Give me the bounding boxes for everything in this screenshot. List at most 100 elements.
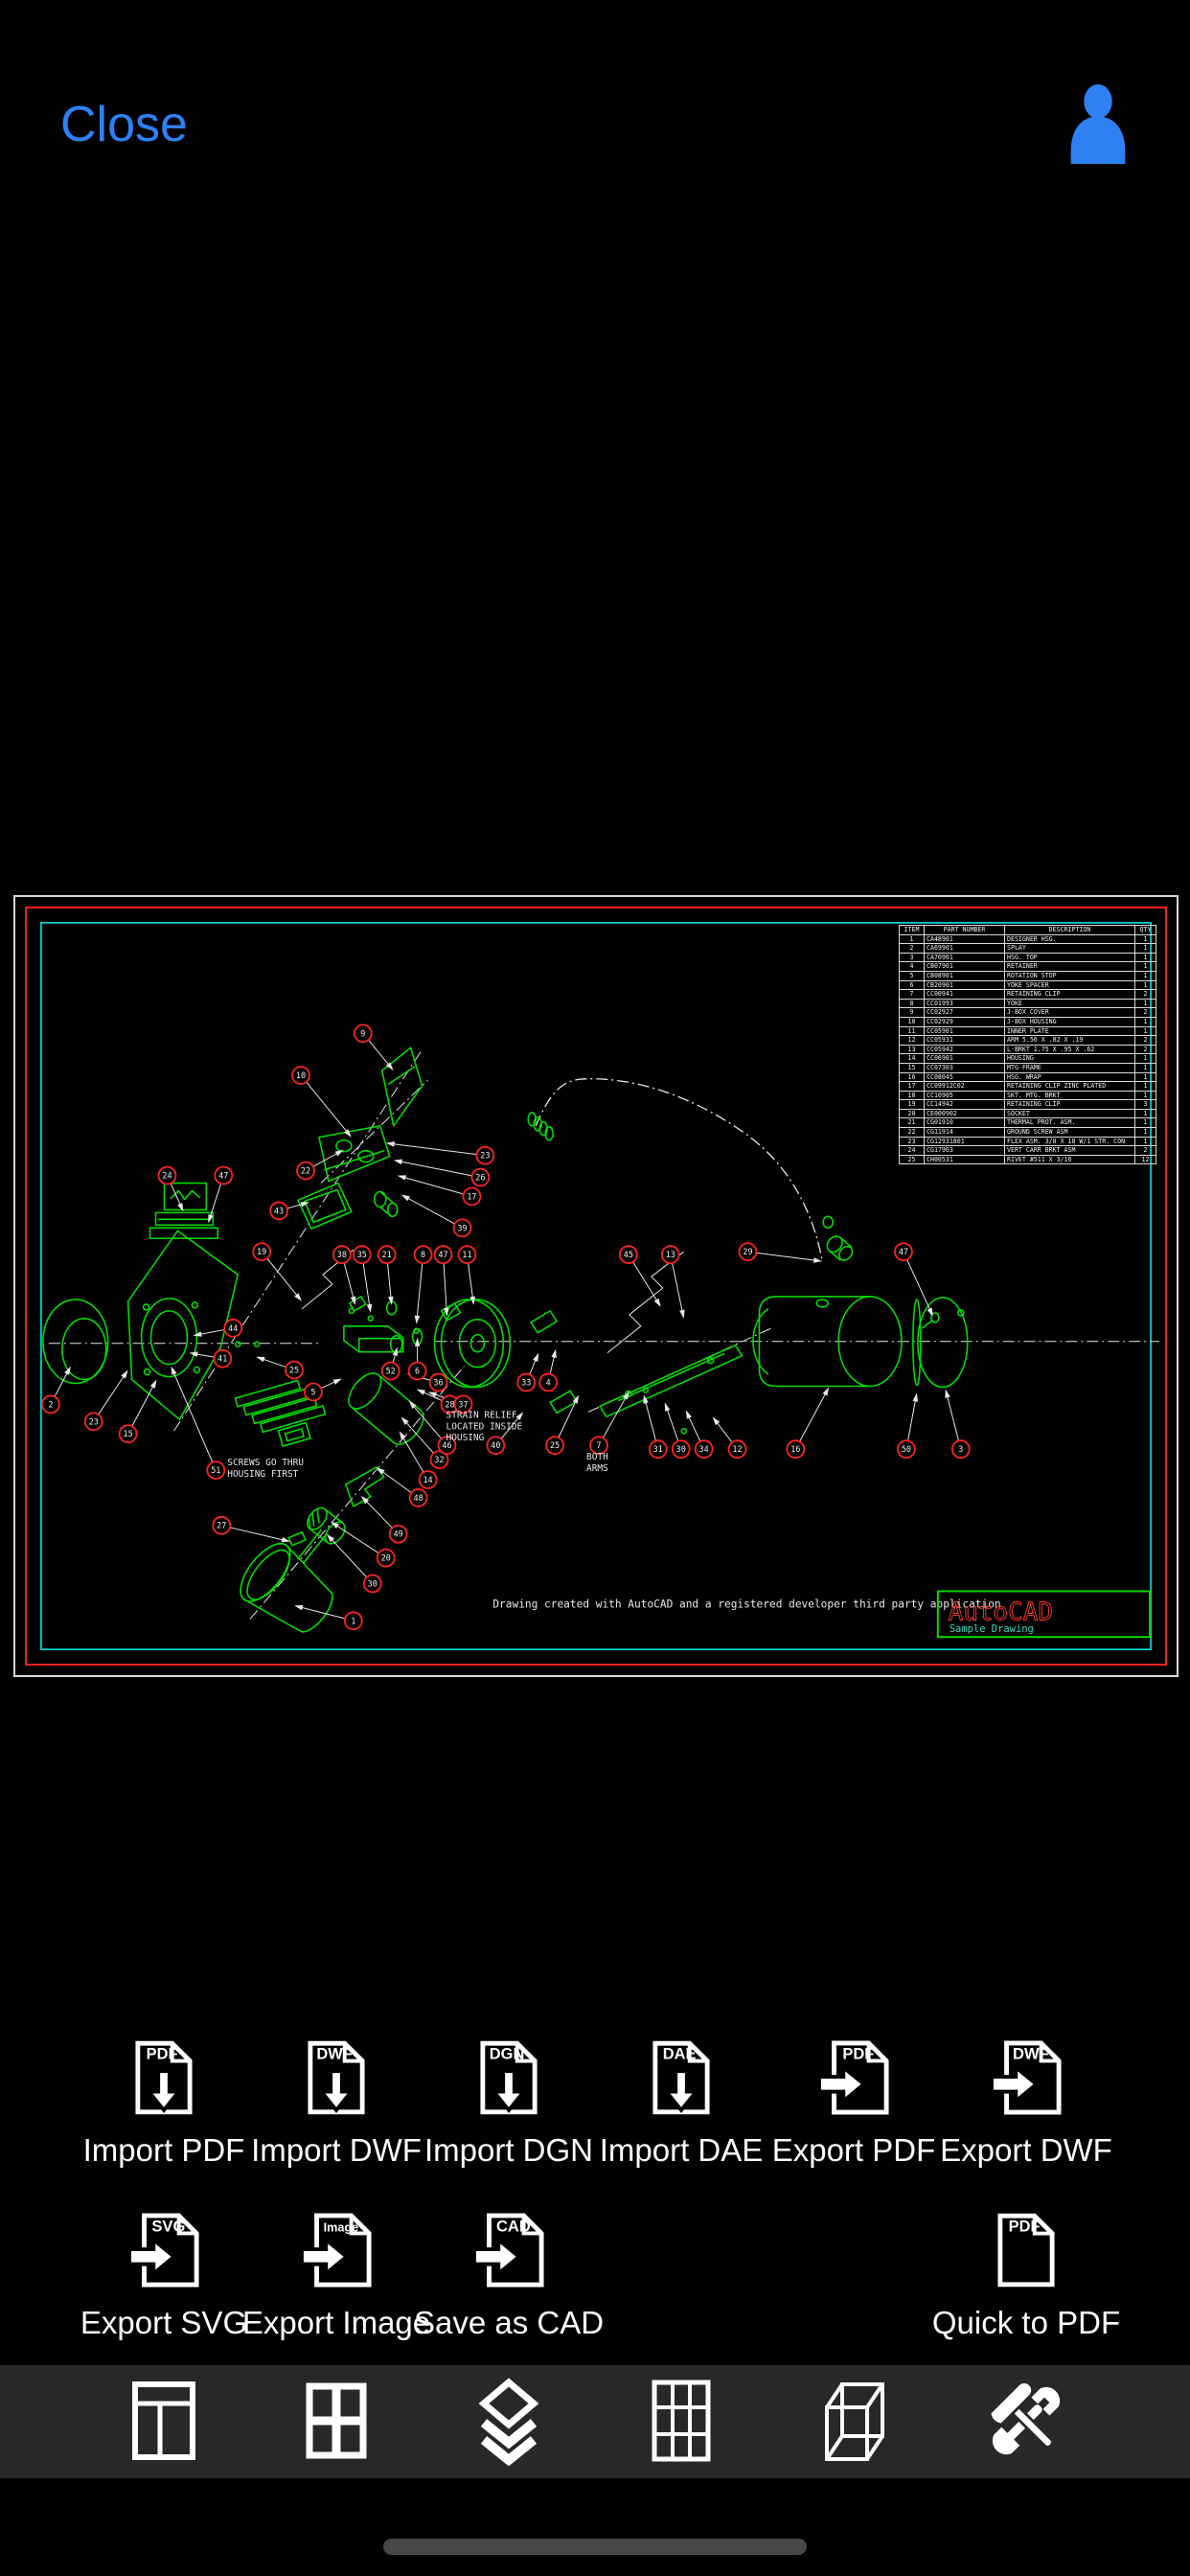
svg-text:9: 9 — [360, 1028, 365, 1038]
part-balloon — [353, 1024, 373, 1044]
action-import-dwf[interactable]: DWF Import DWF — [251, 2039, 422, 2169]
file-import-icon: DWF — [307, 2039, 366, 2121]
svg-text:45: 45 — [624, 1250, 633, 1259]
part-balloon — [950, 1439, 971, 1460]
svg-text:22: 22 — [301, 1166, 310, 1176]
bottom-toolbar — [0, 2365, 1190, 2478]
file-export-icon: SVG — [126, 2212, 200, 2293]
toolbar-window-panes[interactable] — [284, 2374, 389, 2470]
svg-text:21: 21 — [382, 1250, 392, 1259]
svg-text:36: 36 — [433, 1377, 443, 1387]
toolbar-cube-3d[interactable] — [801, 2374, 906, 2470]
part-balloon — [304, 1382, 323, 1402]
annotation-text: BOTH — [586, 1452, 608, 1462]
svg-text:5: 5 — [310, 1387, 315, 1396]
svg-text:47: 47 — [218, 1171, 228, 1181]
annotation-text: SCREWS GO THRU — [227, 1458, 304, 1468]
svg-text:Image: Image — [324, 2221, 359, 2235]
svg-text:7: 7 — [596, 1440, 601, 1450]
part-balloon — [545, 1436, 565, 1456]
cube-3d-icon — [814, 2375, 893, 2470]
svg-text:14: 14 — [423, 1475, 432, 1484]
action-label: Import DAE — [599, 2132, 764, 2168]
svg-text:47: 47 — [899, 1247, 908, 1256]
svg-text:8: 8 — [421, 1250, 425, 1259]
part-balloon — [214, 1165, 234, 1185]
svg-text:31: 31 — [653, 1444, 663, 1454]
grid-icon — [642, 2375, 721, 2470]
svg-text:30: 30 — [368, 1578, 378, 1588]
balloon-leader-lines — [54, 1040, 959, 1620]
file-document-icon: PDF — [996, 2212, 1056, 2293]
stamp-subtitle: Sample Drawing — [950, 1623, 1034, 1635]
svg-text:47: 47 — [438, 1250, 447, 1259]
home-indicator[interactable] — [383, 2539, 807, 2555]
annotation-text: ARMS — [586, 1463, 608, 1474]
part-balloon — [223, 1318, 243, 1338]
part-balloon — [212, 1515, 232, 1535]
svg-text:11: 11 — [462, 1250, 471, 1259]
svg-text:SVG: SVG — [151, 2218, 185, 2236]
part-balloon — [413, 1245, 433, 1265]
svg-text:27: 27 — [217, 1521, 226, 1530]
part-balloon — [452, 1218, 472, 1238]
action-label: Export SVG — [80, 2305, 248, 2340]
toolbar-tools[interactable] — [973, 2374, 1079, 2470]
svg-text:10: 10 — [296, 1070, 306, 1080]
table-header: QTY — [1134, 925, 1156, 935]
part-balloon — [380, 1361, 400, 1381]
profile-button[interactable] — [1060, 84, 1136, 165]
layout-columns-icon — [125, 2375, 203, 2470]
part-balloon — [343, 1611, 363, 1631]
part-balloon — [408, 1488, 428, 1507]
svg-text:50: 50 — [902, 1444, 911, 1454]
toolbar-layout-columns[interactable] — [111, 2374, 217, 2470]
part-balloon — [462, 1186, 482, 1207]
part-balloon — [453, 1394, 473, 1414]
svg-text:39: 39 — [457, 1223, 467, 1232]
part-balloon — [786, 1439, 806, 1460]
action-label: Import DWF — [251, 2132, 422, 2168]
toolbar-grid[interactable] — [629, 2374, 734, 2470]
part-balloon — [362, 1574, 382, 1594]
part-balloon — [213, 1348, 233, 1368]
svg-text:24: 24 — [162, 1171, 172, 1181]
toolbar-layers[interactable] — [456, 2374, 561, 2470]
action-export-svg[interactable]: SVG Export SVG — [80, 2212, 247, 2341]
part-balloon — [470, 1167, 491, 1187]
svg-text:19: 19 — [257, 1247, 266, 1256]
svg-text:49: 49 — [394, 1530, 403, 1539]
svg-text:1: 1 — [351, 1616, 355, 1625]
window-panes-icon — [297, 2375, 376, 2470]
part-balloon — [486, 1436, 506, 1456]
close-button[interactable]: Close — [60, 97, 188, 152]
annotation-text: LOCATED INSIDE — [446, 1421, 523, 1432]
part-balloon — [118, 1424, 138, 1444]
svg-text:32: 32 — [434, 1455, 444, 1464]
part-balloon — [206, 1460, 226, 1480]
sheet-border-cyan — [40, 922, 1152, 1650]
svg-text:DWF: DWF — [1013, 2045, 1049, 2063]
svg-text:52: 52 — [386, 1367, 396, 1376]
svg-text:CAD: CAD — [496, 2218, 531, 2236]
stamp-title: AutoCAD — [949, 1598, 1053, 1626]
